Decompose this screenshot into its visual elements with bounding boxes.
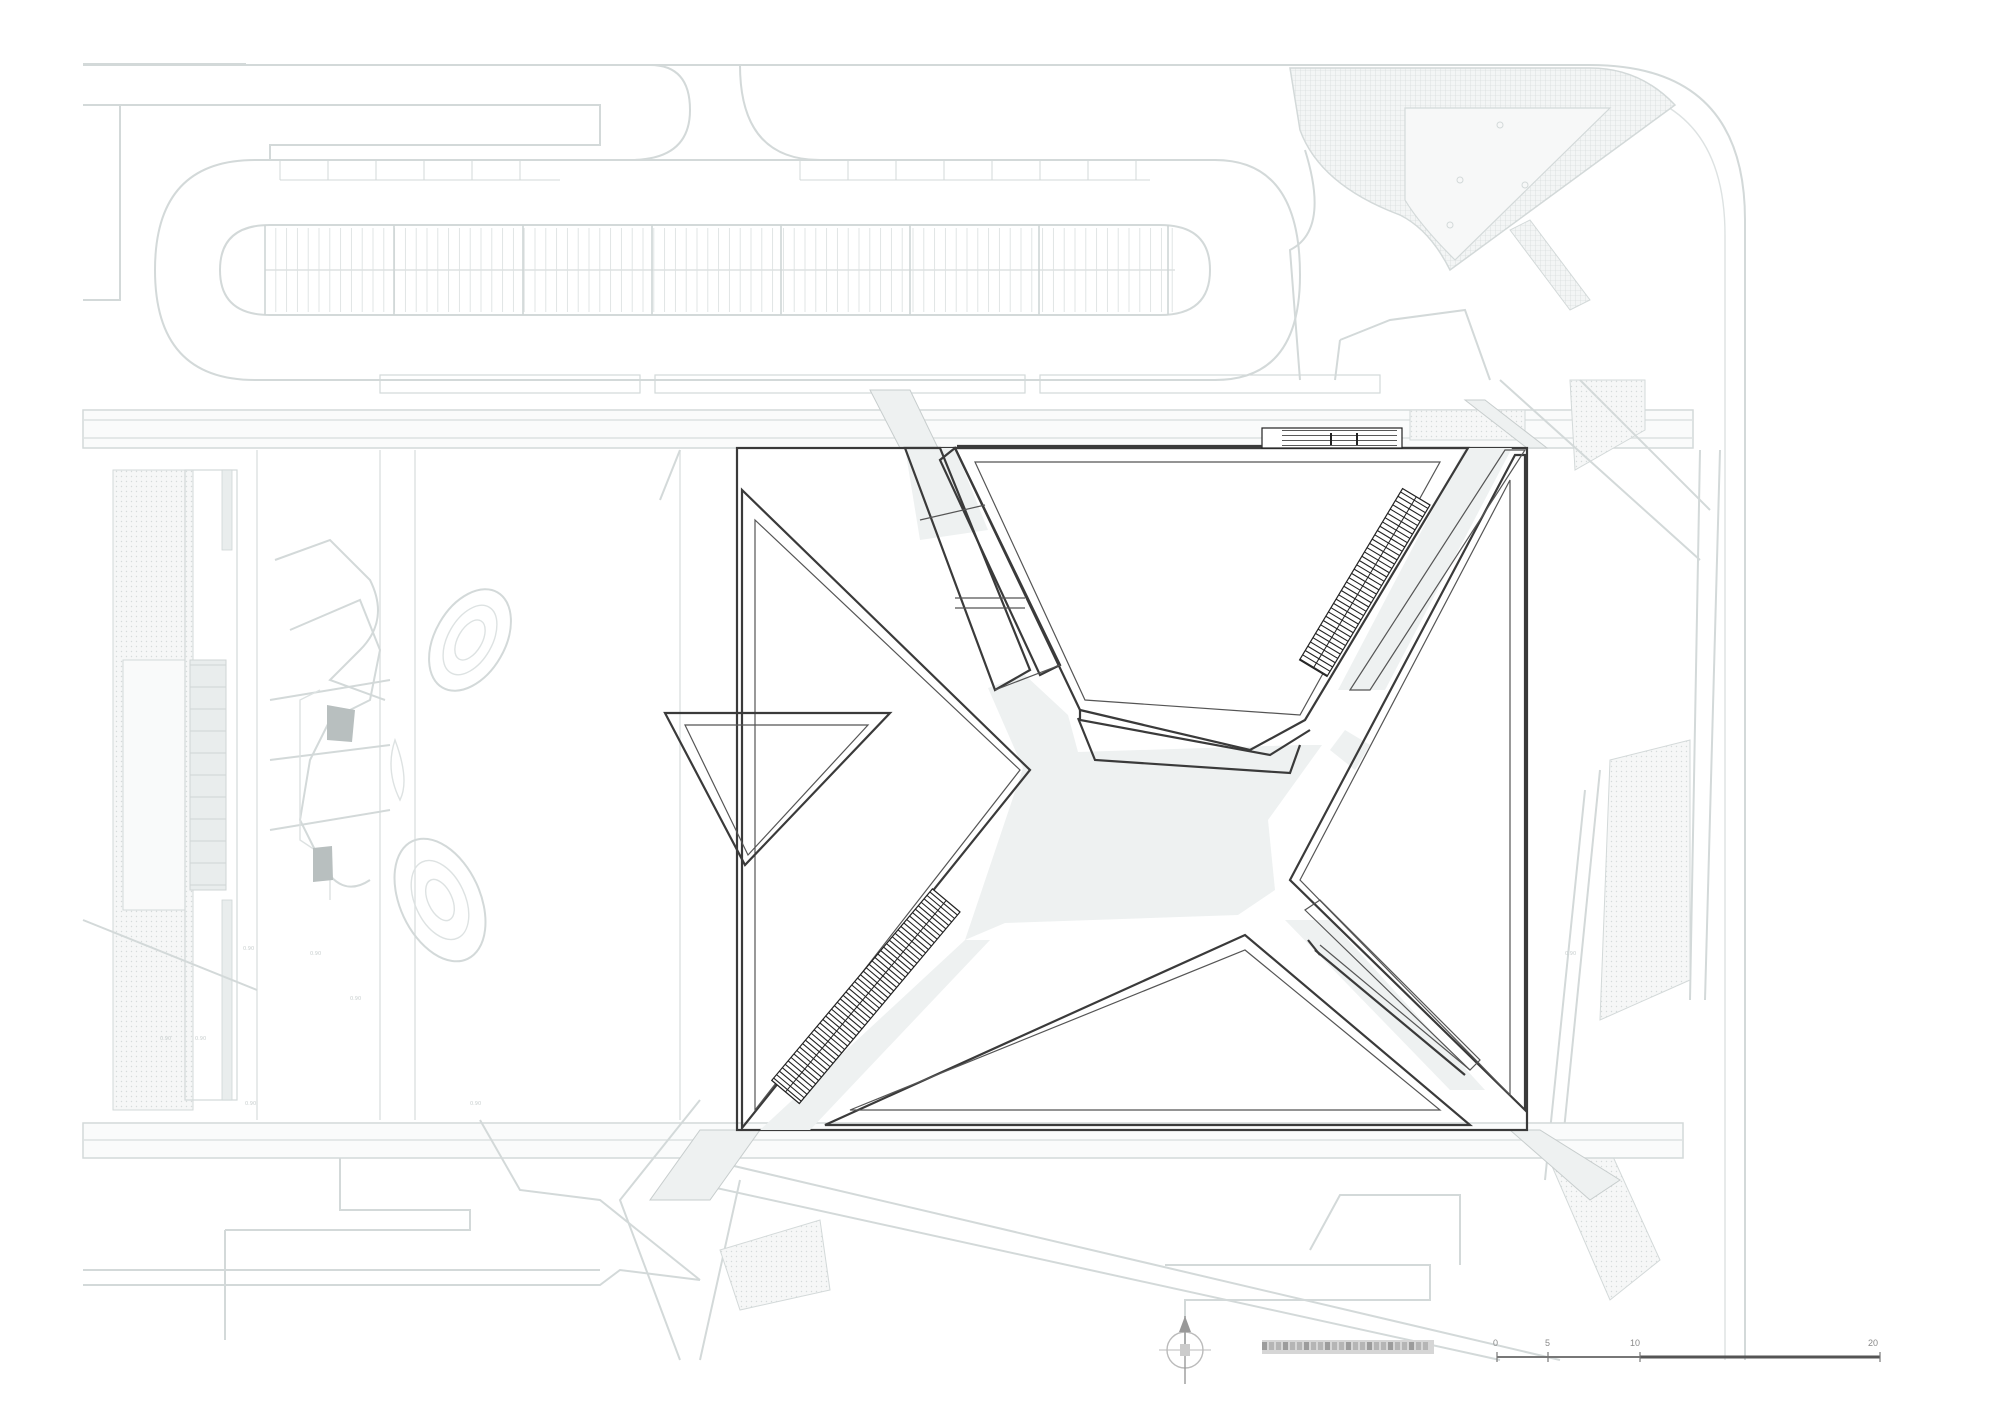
north-arrow-icon <box>1159 1316 1211 1384</box>
pedestrian-axes <box>649 389 1621 1201</box>
scale-tick-1: 5 <box>1545 1338 1550 1348</box>
svg-text:0.90: 0.90 <box>350 996 361 1002</box>
svg-text:0.90: 0.90 <box>470 1101 481 1107</box>
site-context: 0.90 0.90 0.90 0.90 0.90 0.90 0.90 0.90 <box>82 63 1746 1361</box>
scale-tick-2: 10 <box>1630 1338 1640 1348</box>
building-roof-plan <box>663 427 1529 1132</box>
svg-text:0.90: 0.90 <box>195 1036 206 1042</box>
west-park: 0.90 0.90 0.90 0.90 0.90 0.90 0.90 0.90 <box>82 449 1576 1120</box>
central-plaza <box>965 675 1322 940</box>
title-block: 0 5 10 20 <box>1159 1316 1881 1384</box>
scale-tick-3: 20 <box>1868 1338 1878 1348</box>
stairs-sw <box>770 888 961 1105</box>
svg-text:0.90: 0.90 <box>1565 951 1576 957</box>
paved-plaza-ne <box>1288 67 1677 381</box>
svg-text:0.90: 0.90 <box>310 951 321 957</box>
scale-bar: 0 5 10 20 <box>1493 1338 1881 1362</box>
svg-text:0.90: 0.90 <box>245 1101 256 1107</box>
stairs-ne <box>1298 487 1431 678</box>
scale-tick-0: 0 <box>1493 1338 1498 1348</box>
svg-text:0.90: 0.90 <box>243 946 254 952</box>
parking-lot <box>153 159 1302 381</box>
svg-text:0.90: 0.90 <box>160 1036 171 1042</box>
